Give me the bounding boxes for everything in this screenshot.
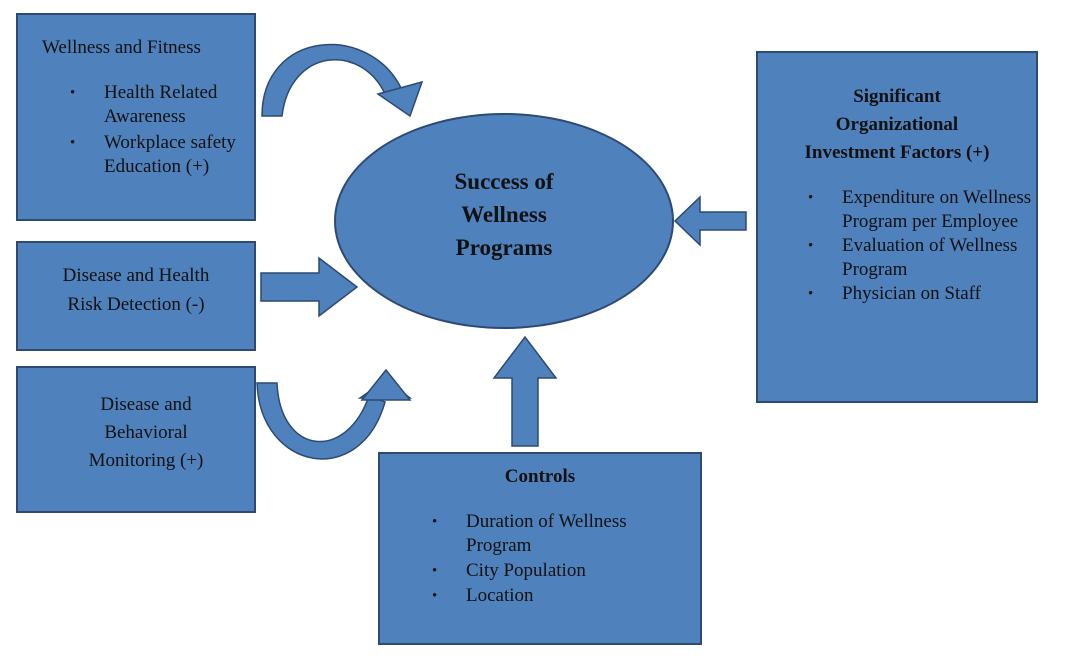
list-item: Expenditure on Wellness Program per Empl… [758,186,1040,234]
straight-arrow-middle [260,256,359,318]
controls-list: Duration of Wellness Program City Popula… [380,510,704,609]
success-ellipse: Success of Wellness Programs [334,113,674,329]
wellness-fitness-title: Wellness and Fitness [42,37,201,58]
list-item: Duration of Wellness Program [380,510,704,558]
list-item: Evaluation of Wellness Program [758,234,1040,282]
disease-risk-box: Disease and Health Risk Detection (-) [16,241,256,351]
organizational-factors-box: Significant Organizational Investment Fa… [756,51,1038,403]
left-arrow-organizational [673,195,747,247]
controls-box: Controls Duration of Wellness Program Ci… [378,452,702,645]
list-item: Health Related Awareness [18,81,258,129]
up-arrow-controls [492,335,558,447]
curved-arrow-top [261,43,424,118]
list-item: City Population [380,559,704,583]
disease-risk-title: Disease and Health Risk Detection (-) [62,265,210,315]
wellness-fitness-list: Health Related Awareness Workplace safet… [18,81,258,181]
wellness-fitness-box: Wellness and Fitness Health Related Awar… [16,13,256,221]
organizational-factors-title: Significant Organizational Investment Fa… [804,86,990,163]
curved-arrow-bottom [256,368,413,460]
list-item: Workplace safety Education (+) [18,131,258,179]
organizational-factors-list: Expenditure on Wellness Program per Empl… [758,186,1040,306]
list-item: Physician on Staff [758,282,1040,306]
controls-title: Controls [504,466,576,487]
disease-behavioral-title: Disease and Behavioral Monitoring (+) [88,394,204,471]
success-label: Success of Wellness Programs [454,169,554,260]
disease-behavioral-box: Disease and Behavioral Monitoring (+) [16,366,256,513]
list-item: Location [380,584,704,608]
